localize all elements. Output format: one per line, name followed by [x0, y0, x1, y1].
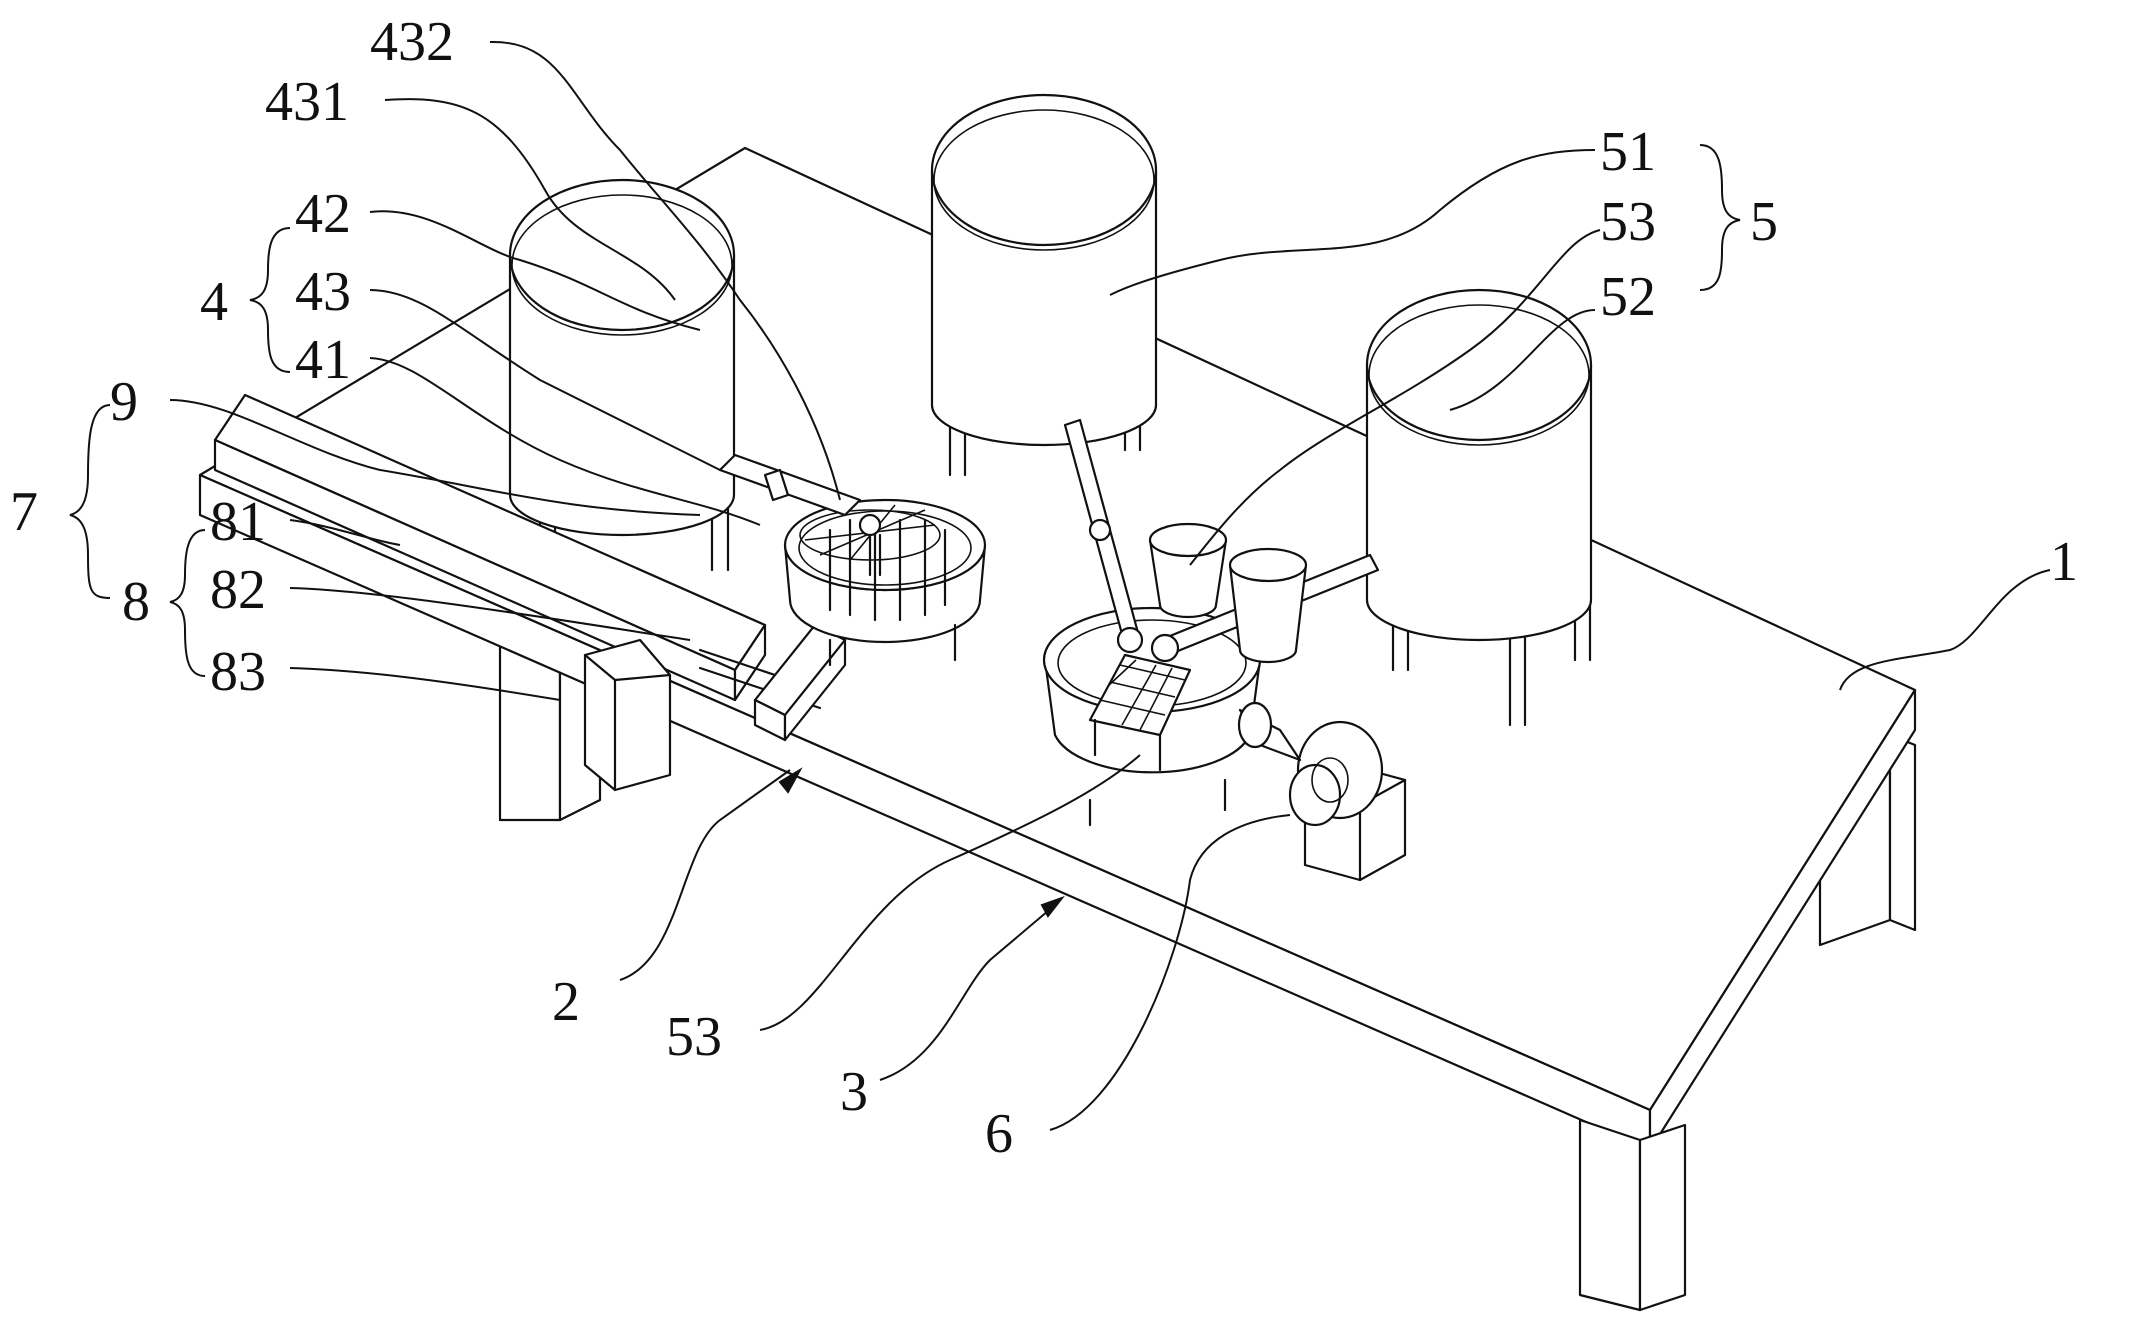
label-83: 83 — [210, 641, 266, 703]
label-41: 41 — [295, 329, 351, 391]
label-53-top: 53 — [1600, 191, 1656, 253]
label-1: 1 — [2050, 531, 2078, 593]
tank-middle — [932, 95, 1156, 475]
label-52: 52 — [1600, 266, 1656, 328]
tank-left — [510, 180, 734, 570]
label-81: 81 — [210, 491, 266, 553]
label-82: 82 — [210, 559, 266, 621]
label-4: 4 — [200, 271, 228, 333]
label-43: 43 — [295, 261, 351, 323]
label-42: 42 — [295, 183, 351, 245]
label-9: 9 — [110, 371, 138, 433]
label-431: 431 — [265, 71, 349, 133]
label-3: 3 — [840, 1061, 868, 1123]
label-6: 6 — [985, 1103, 1013, 1165]
label-53-bottom: 53 — [666, 1006, 722, 1068]
label-7: 7 — [10, 481, 38, 543]
label-5: 5 — [1750, 191, 1778, 253]
label-51: 51 — [1600, 121, 1656, 183]
label-8: 8 — [122, 571, 150, 633]
label-2: 2 — [552, 971, 580, 1033]
label-432: 432 — [370, 11, 454, 73]
